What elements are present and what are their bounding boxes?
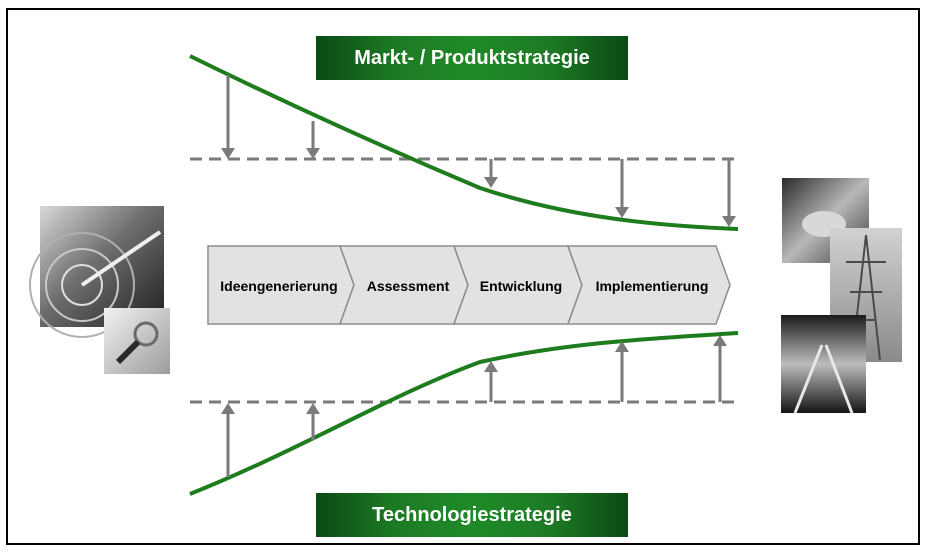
process-step-shape-4 xyxy=(566,245,731,325)
upper-adjustment-arrows xyxy=(221,75,736,227)
upper-arrow-4 xyxy=(615,159,629,218)
magnifier-photo xyxy=(104,308,170,374)
road-photo xyxy=(781,315,866,414)
dartboard-photo xyxy=(29,206,164,338)
lower-arrow-1 xyxy=(221,403,235,477)
process-step-ideengenerierung: Ideengenerierung xyxy=(220,278,337,294)
lower-arrow-3 xyxy=(484,361,498,402)
diagram-frame xyxy=(6,8,920,545)
lower-arrow-5 xyxy=(713,335,727,402)
lower-adjustment-arrows xyxy=(221,335,727,477)
lower-arrow-2 xyxy=(306,403,320,440)
lower-strategy-curve xyxy=(189,331,739,496)
upper-arrow-3 xyxy=(484,159,498,188)
upper-arrow-1 xyxy=(221,75,235,159)
upper-arrow-5 xyxy=(722,159,736,227)
process-step-implementierung: Implementierung xyxy=(596,278,709,294)
process-step-entwicklung: Entwicklung xyxy=(480,278,562,294)
process-step-assessment: Assessment xyxy=(367,278,450,294)
market-product-strategy-banner: Markt- / Produktstrategie xyxy=(316,36,628,80)
technology-strategy-banner: Technologiestrategie xyxy=(316,493,628,537)
process-chain: Ideengenerierung Assessment Entwicklung … xyxy=(207,245,731,325)
upper-arrow-2 xyxy=(306,121,320,159)
lower-arrow-4 xyxy=(615,341,629,402)
upper-strategy-curve xyxy=(189,54,739,231)
